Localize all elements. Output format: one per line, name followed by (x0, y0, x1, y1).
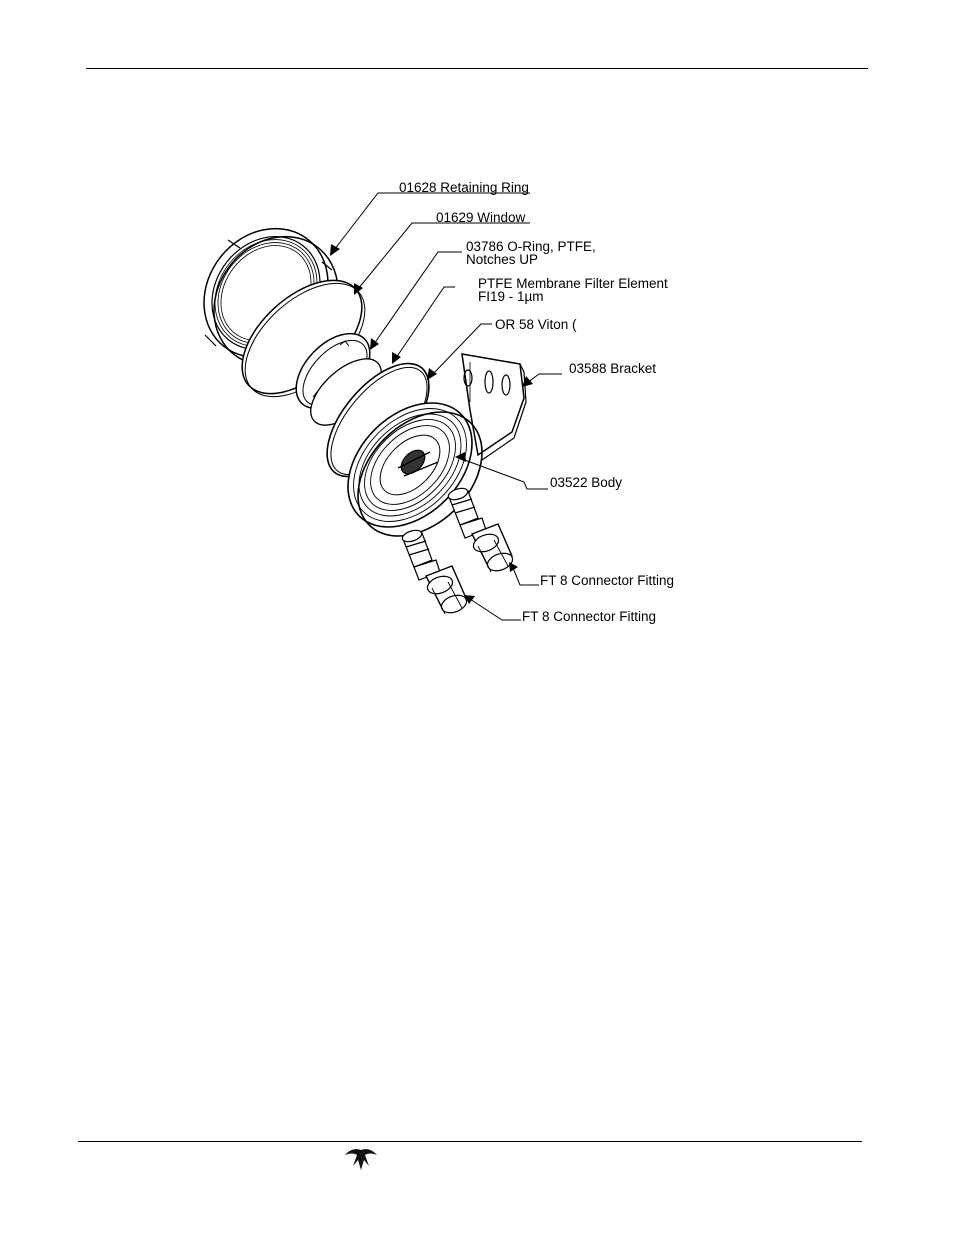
label-window: 01629 Window (436, 211, 525, 225)
connector-fitting-lower-part (401, 528, 469, 616)
label-viton-o-ring: OR 58 Viton ( (495, 318, 577, 332)
label-fitting-upper: FT 8 Connector Fitting (540, 574, 674, 588)
label-o-ring-line2: Notches UP (466, 253, 538, 267)
label-fitting-lower: FT 8 Connector Fitting (522, 610, 656, 624)
teledyne-logo-icon (342, 1146, 380, 1172)
connector-fitting-upper-part (447, 486, 515, 574)
label-membrane-line2: FI19 - 1µm (478, 290, 544, 304)
exploded-filter-assembly-diagram (0, 0, 954, 700)
label-bracket: 03588 Bracket (569, 362, 656, 376)
label-retaining-ring: 01628 Retaining Ring (399, 181, 529, 195)
label-body: 03522 Body (550, 476, 622, 490)
footer-rule (78, 1141, 862, 1142)
